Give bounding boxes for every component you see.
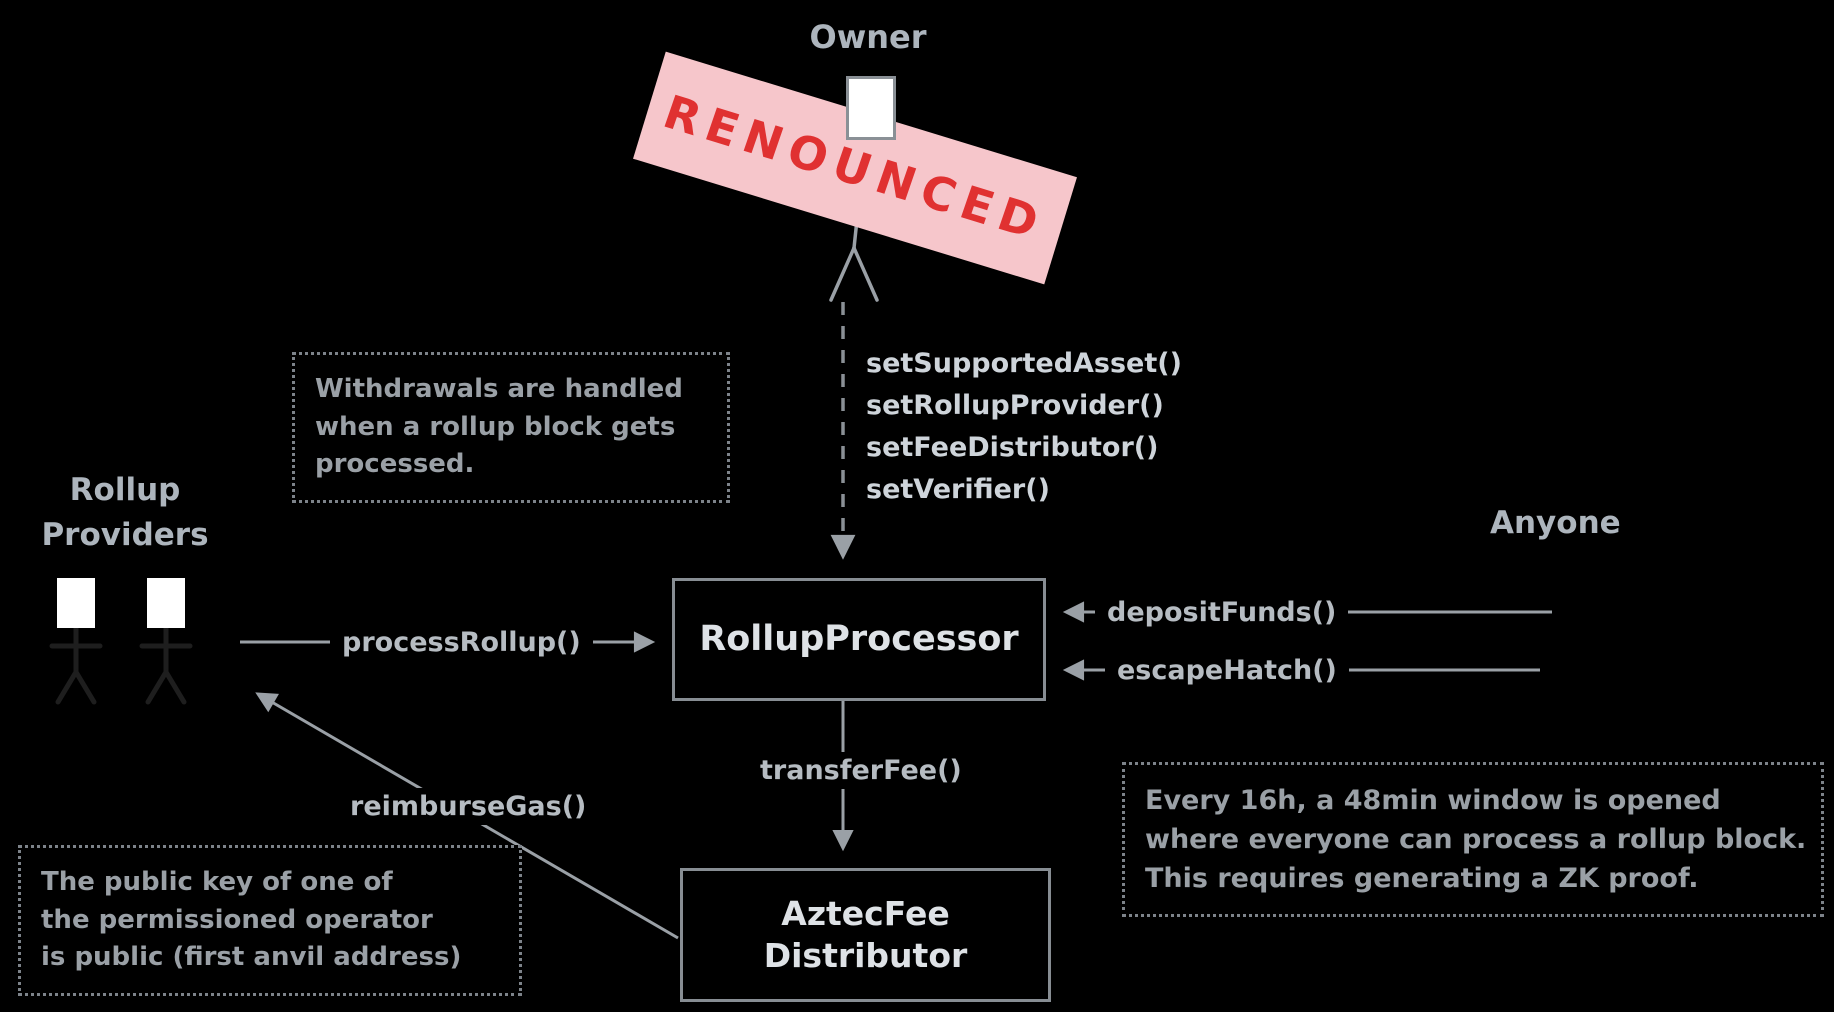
provider-figure-head-1 — [57, 578, 95, 628]
edge-label-deposit-funds: depositFunds() — [1095, 594, 1349, 631]
note-escape-window: Every 16h, a 48min window is opened wher… — [1122, 762, 1824, 918]
method-set-fee-distributor: setFeeDistributor() — [866, 432, 1159, 463]
node-rollup-processor-label: RollupProcessor — [699, 619, 1019, 660]
rollup-providers-label-line-2: Providers — [41, 516, 209, 553]
edge-label-escape-hatch: escapeHatch() — [1105, 652, 1349, 689]
note-escape-window-line-1: Every 16h, a 48min window is opened — [1145, 785, 1721, 816]
edge-label-reimburse-gas: reimburseGas() — [338, 788, 599, 825]
provider-figure-head-2 — [147, 578, 185, 628]
node-fee-distributor-label-line-2: Distributor — [763, 936, 968, 975]
owner-figure-head — [846, 76, 896, 140]
note-public-key-line-1: The public key of one of — [41, 867, 393, 897]
note-public-key-line-3: is public (first anvil address) — [41, 942, 462, 973]
note-withdrawals-line-1: Withdrawals are handled — [315, 374, 683, 404]
rollup-providers-label-line-1: Rollup — [69, 472, 181, 508]
method-set-supported-asset: setSupportedAsset() — [866, 348, 1182, 379]
note-withdrawals: Withdrawals are handled when a rollup bl… — [292, 352, 730, 504]
note-escape-window-line-3: This requires generating a ZK proof. — [1145, 863, 1699, 895]
note-escape-window-line-2: where everyone can process a rollup bloc… — [1145, 824, 1807, 856]
edge-label-process-rollup: processRollup() — [330, 624, 593, 661]
method-set-verifier: setVerifier() — [866, 474, 1050, 505]
node-rollup-processor: RollupProcessor — [672, 578, 1046, 701]
method-set-rollup-provider: setRollupProvider() — [866, 390, 1164, 421]
edge-label-transfer-fee: transferFee() — [748, 752, 974, 789]
anyone-label: Anyone — [1490, 505, 1621, 541]
note-withdrawals-line-2: when a rollup block gets — [315, 411, 676, 442]
node-fee-distributor-label-line-1: AztecFee — [781, 893, 950, 933]
note-withdrawals-line-3: processed. — [315, 449, 475, 480]
rollup-providers-label: Rollup Providers — [25, 468, 225, 558]
note-public-key-line-2: the permissioned operator — [41, 904, 433, 935]
node-fee-distributor: AztecFee Distributor — [680, 868, 1051, 1002]
provider-figure-bodies — [49, 625, 193, 705]
note-public-key: The public key of one of the permissione… — [18, 845, 522, 997]
owner-label: Owner — [809, 18, 927, 56]
